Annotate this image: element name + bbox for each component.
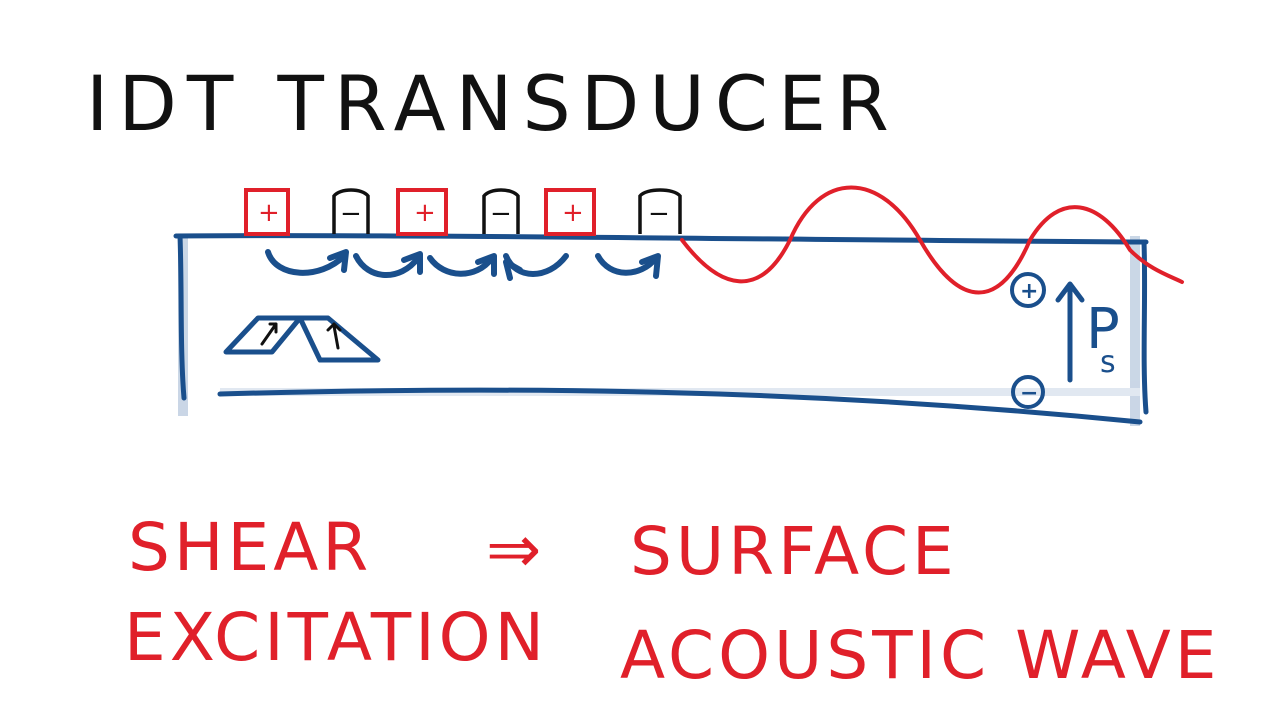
electrode-label: + xyxy=(562,198,584,228)
polarization-subscript: s xyxy=(1100,345,1116,380)
caption-arrow-icon: ⇒ xyxy=(486,511,545,588)
caption-acoustic-wave: ACOUSTIC WAVE xyxy=(620,617,1221,694)
electrode: − xyxy=(638,188,682,234)
positive-charge-label: + xyxy=(1020,279,1038,304)
polarization-indicator: + − P s xyxy=(1010,272,1120,409)
electrode-fingers: + − + − + − xyxy=(244,188,682,236)
electrode-label: + xyxy=(414,198,436,228)
caption: SHEAR ⇒ SURFACE EXCITATION ACOUSTIC WAVE xyxy=(124,509,1221,694)
caption-surface: SURFACE xyxy=(630,513,958,590)
electrode: − xyxy=(332,188,370,234)
substrate-bottom-edge xyxy=(217,387,1143,425)
polarization-label: P xyxy=(1086,297,1120,362)
electrode-label: − xyxy=(340,199,362,229)
surface-acoustic-wave xyxy=(680,185,1184,295)
substrate-top-edge xyxy=(173,233,1149,245)
polarization-arrow-icon xyxy=(1055,281,1085,383)
caption-shear: SHEAR xyxy=(128,509,372,586)
substrate-right-edge xyxy=(1141,239,1149,415)
caption-excitation: EXCITATION xyxy=(124,599,548,676)
electrode: − xyxy=(482,188,520,234)
positive-charge-circle xyxy=(1010,272,1046,308)
electrode: + xyxy=(544,188,596,236)
electrode-label: − xyxy=(490,199,512,229)
negative-charge-label: − xyxy=(1020,381,1038,406)
electrode-label: − xyxy=(648,199,670,229)
electrode: + xyxy=(396,188,448,236)
negative-charge-circle xyxy=(1011,375,1045,409)
electric-field-arrows xyxy=(265,249,661,281)
shear-deformation-sketch xyxy=(223,315,381,363)
electrode: + xyxy=(244,188,290,236)
electrode-label: + xyxy=(258,198,280,228)
substrate-left-edge xyxy=(177,233,187,401)
diagram-title: IDT TRANSDUCER xyxy=(86,59,899,148)
